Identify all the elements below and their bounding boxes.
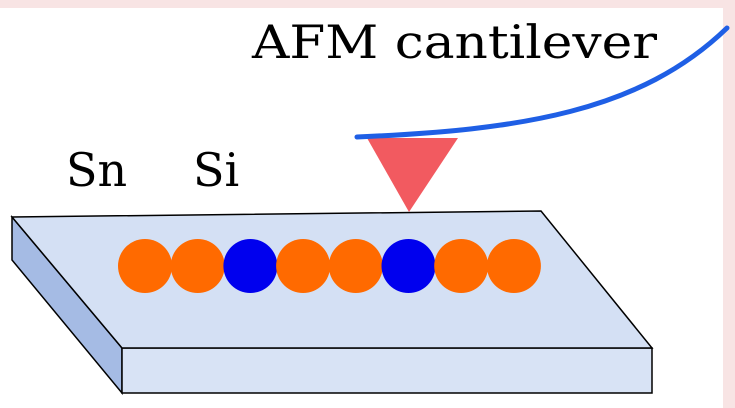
atom-sn [328,239,383,293]
si-label: Si [193,143,239,197]
atom-si [381,239,436,293]
cantilever-label: AFM cantilever [251,15,657,69]
atom-row [118,239,541,293]
atom-sn [276,239,331,293]
afm-cantilever [354,25,730,140]
atom-si [223,239,278,293]
substrate-front-face [121,347,653,394]
atom-sn [118,239,172,293]
substrate-top-face [10,210,654,349]
sn-label: Sn [66,143,127,197]
atom-sn [434,239,489,293]
afm-tip [367,138,458,212]
atom-sn [170,239,225,293]
atom-sn [486,239,541,293]
